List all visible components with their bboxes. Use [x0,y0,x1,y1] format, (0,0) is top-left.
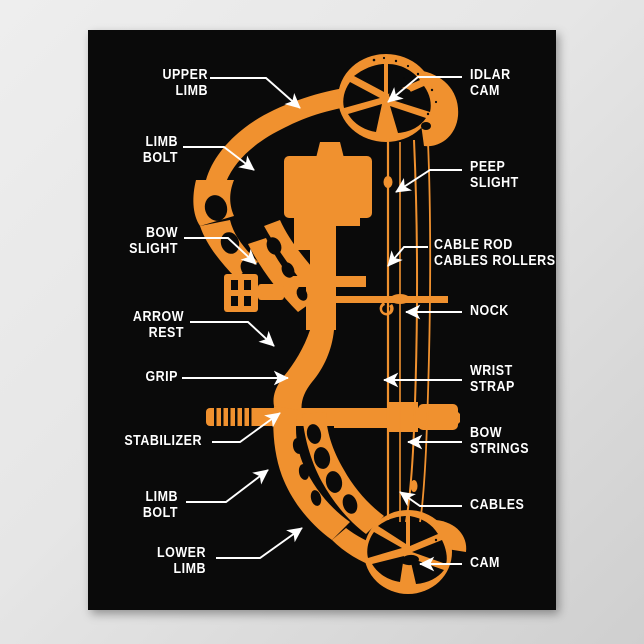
wrist-strap-block [418,404,458,430]
wrist-strap-mid [388,402,418,432]
cable-2 [419,141,432,523]
riser-top-nub [316,142,344,158]
cable-1 [405,139,418,523]
label-stabilizer: STABILIZER [124,433,202,449]
label-nock: NOCK [470,303,509,319]
label-limb-bolt-lower: LIMB BOLT [142,489,178,521]
cable-slide [410,480,418,492]
bow-sight-holes [231,280,251,306]
label-lower-limb: LOWER LIMB [157,545,206,577]
poster-image: UPPER LIMB LIMB BOLT BOW SLIGHT ARROW RE… [88,30,556,610]
lower-limb-arm [273,406,350,540]
riser-stem-lower [306,280,320,330]
nock-loop [379,302,394,316]
arrow-shaft [320,296,448,303]
label-upper-limb: UPPER LIMB [162,67,208,99]
label-bow-strings: BOW STRINGS [470,425,530,457]
label-bow-slight: BOW SLIGHT [129,225,178,257]
bow-sight-arm [258,284,284,300]
label-cam: CAM [470,555,500,571]
label-idlar-cam: IDLAR CAM [470,67,511,99]
label-wrist-strap: WRIST STRAP [470,363,515,395]
label-arrow-rest: ARROW REST [132,309,184,341]
label-peep-slight: PEEP SLIGHT [470,159,519,191]
riser-sight-block [284,156,372,218]
grip-section [273,330,334,414]
bow-strings-and-cables [386,138,432,523]
lower-riser-web [302,412,384,534]
peep-sight-bead [383,176,393,188]
label-cables: CABLES [470,497,525,513]
pocket-cutout-1 [204,195,228,221]
riser-web-cutouts [266,237,308,301]
label-cable-rod: CABLE ROD CABLES ROLLERS [434,237,556,269]
upper-limb-shape [206,86,366,182]
lower-riser-cutouts [292,424,358,514]
riser-web-2 [248,238,312,312]
riser-stem [310,218,322,284]
label-grip: GRIP [145,369,178,385]
riser-shelf-1 [302,216,360,226]
bow-shape-group [193,54,467,594]
bow-sight-housing [224,274,258,312]
riser-web-1 [264,220,318,282]
label-limb-bolt-upper: LIMB BOLT [142,134,178,166]
